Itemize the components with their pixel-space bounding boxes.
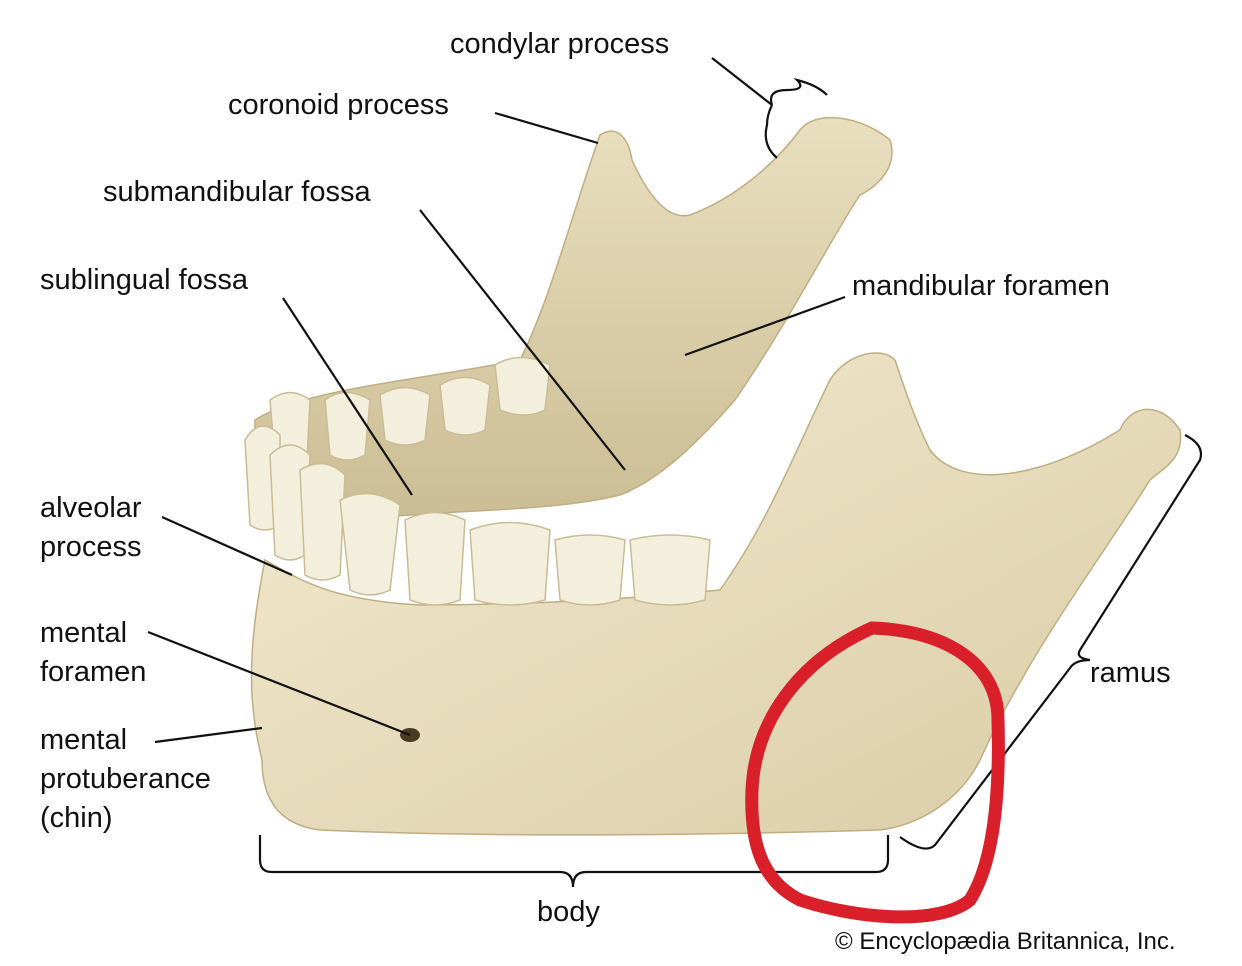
label-body: body: [537, 896, 600, 928]
label-sublingual-fossa: sublingual fossa: [40, 264, 248, 296]
label-mental-protuberance: mental protuberance (chin): [40, 721, 211, 838]
near-half-mandible: [250, 352, 1182, 836]
label-line: alveolar: [40, 492, 142, 524]
leader-lines: [147, 57, 1203, 888]
label-line: foramen: [40, 656, 147, 688]
red-circle-annotation: [745, 621, 1005, 924]
label-alveolar-process: alveolar process: [40, 489, 142, 567]
copyright-credit: © Encyclopædia Britannica, Inc.: [835, 928, 1176, 955]
label-line: mental: [40, 724, 128, 756]
label-coronoid-process: coronoid process: [228, 89, 449, 121]
label-condylar-process: condylar process: [450, 28, 670, 60]
label-line: mental: [40, 617, 128, 649]
label-mental-foramen: mental foramen: [40, 614, 146, 692]
label-line: (chin): [40, 802, 113, 834]
label-line: protuberance: [40, 763, 211, 795]
label-mandibular-foramen: mandibular foramen: [852, 270, 1110, 302]
near-teeth: [244, 425, 711, 606]
label-submandibular-fossa: submandibular fossa: [103, 176, 371, 208]
label-line: process: [40, 531, 142, 563]
label-ramus: ramus: [1090, 657, 1171, 689]
